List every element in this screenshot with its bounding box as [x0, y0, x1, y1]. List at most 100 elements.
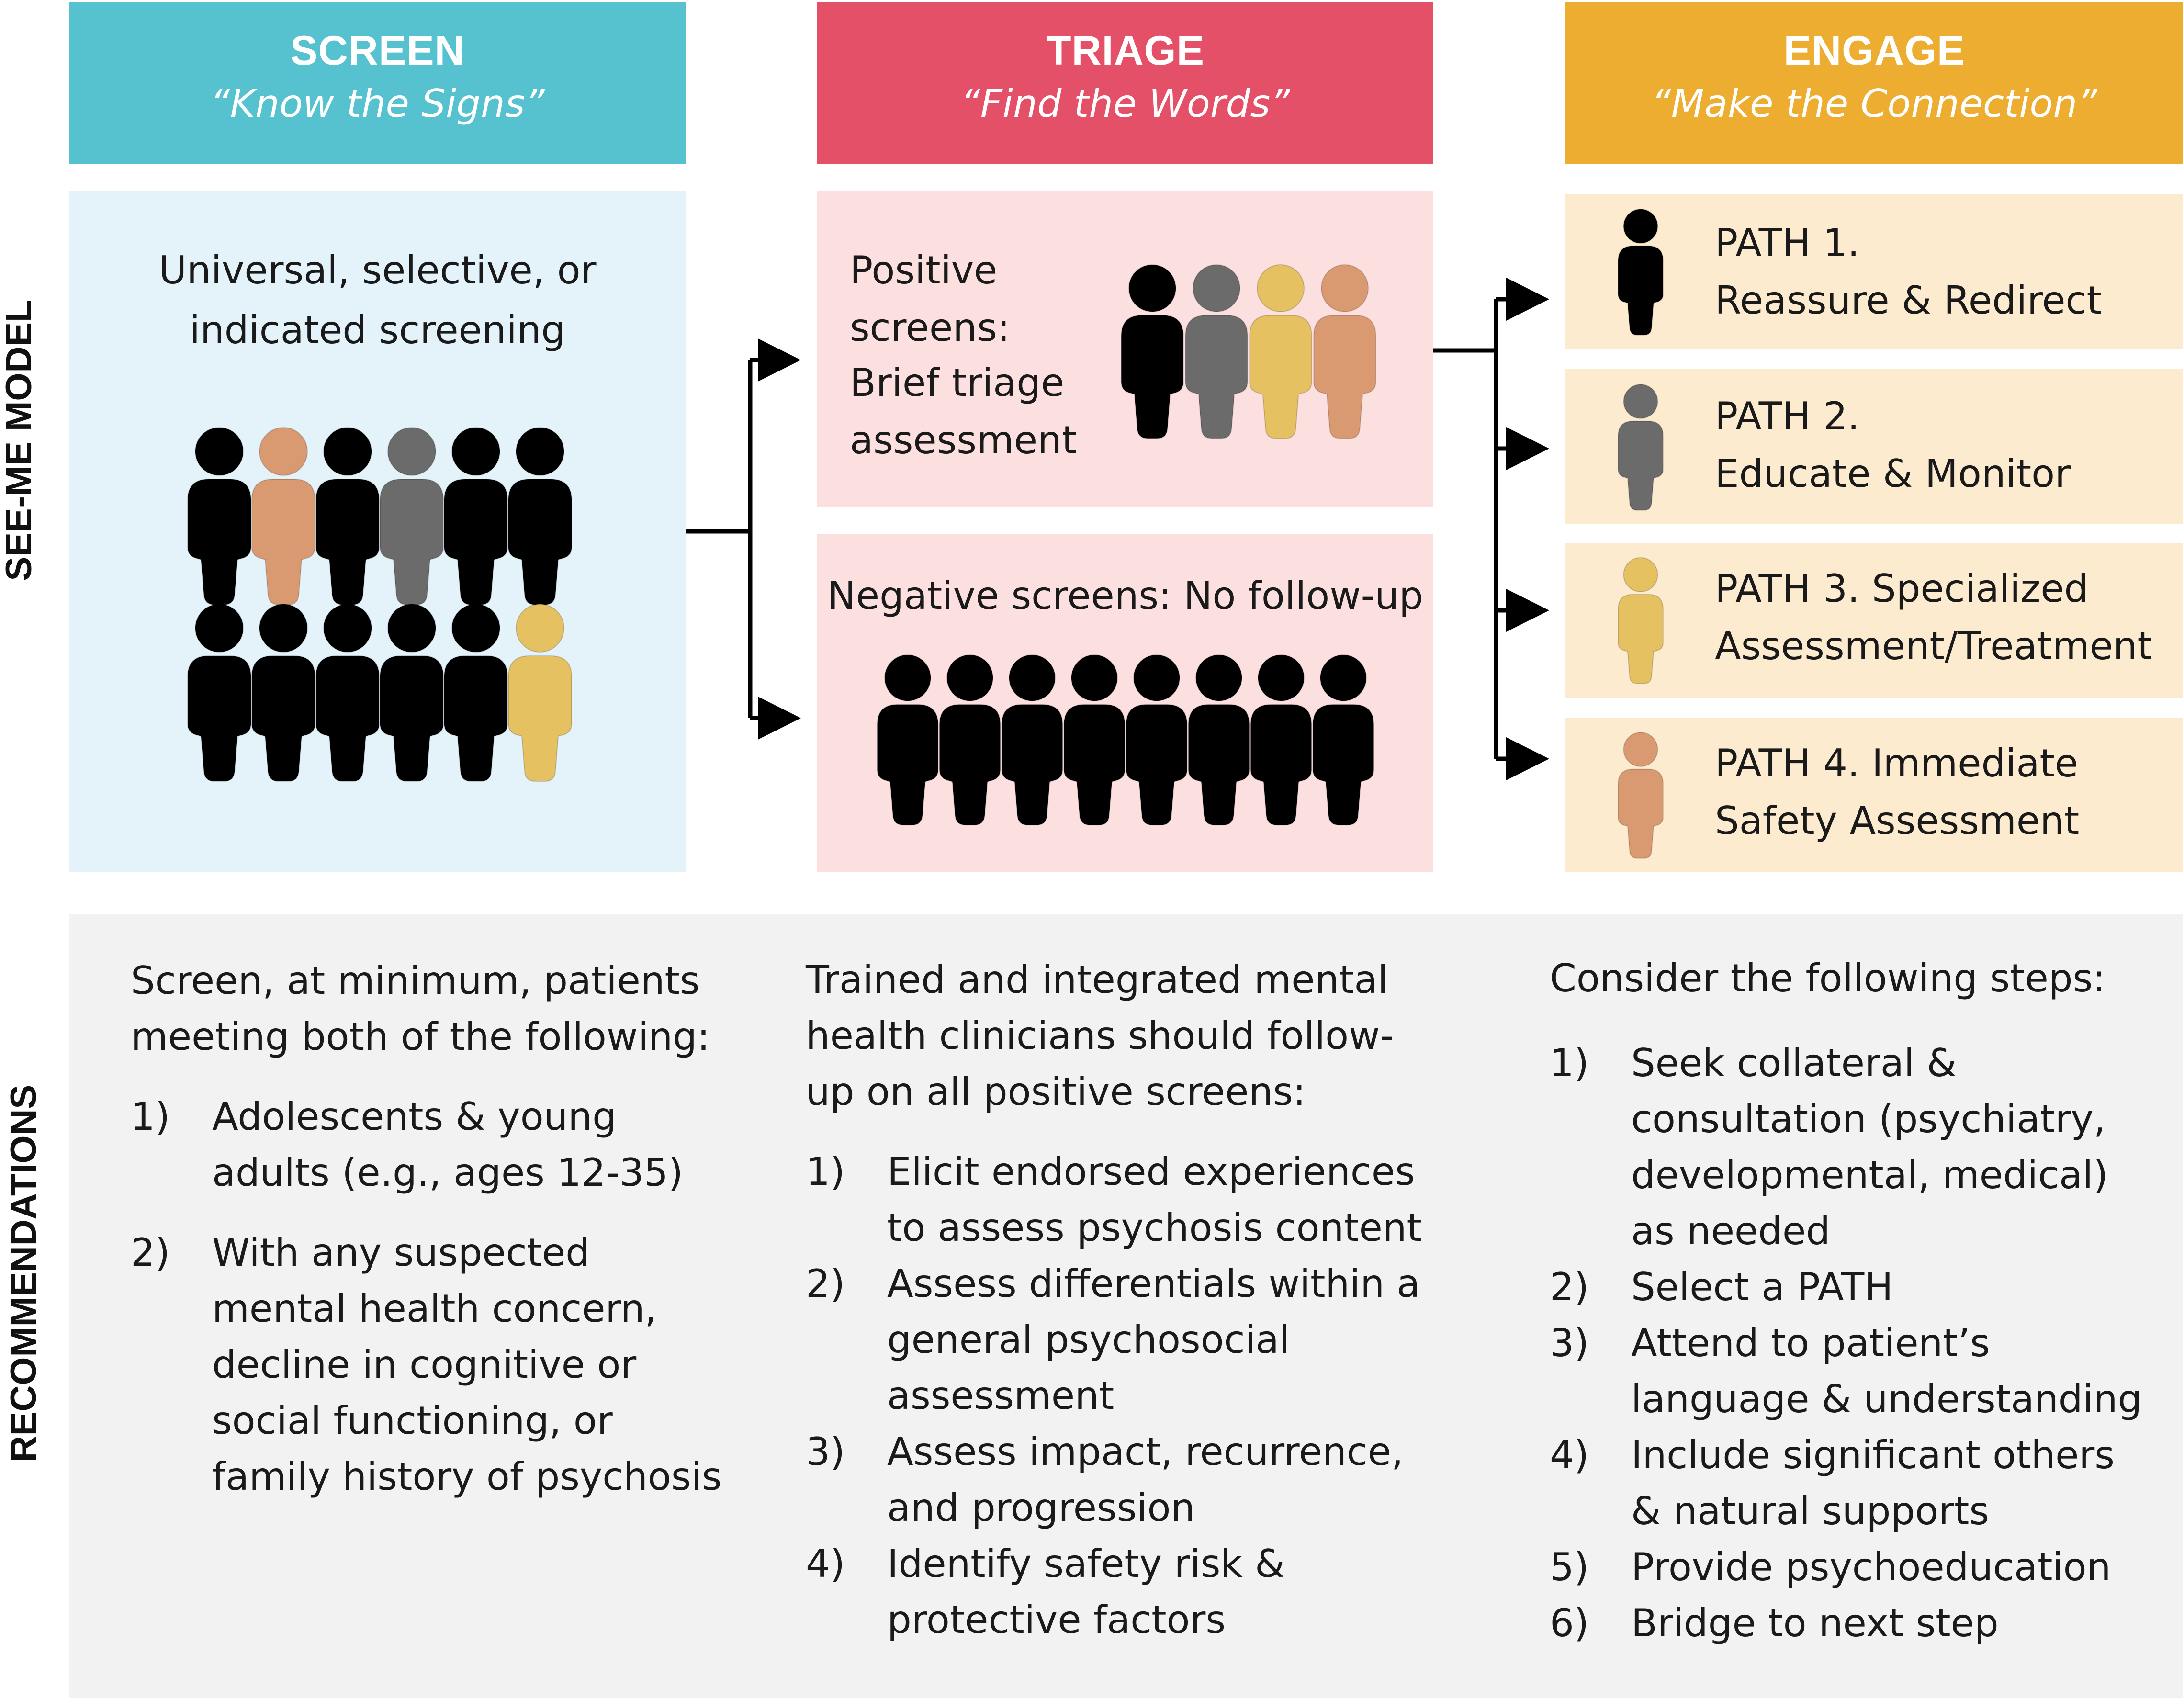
- rec-triage: Trained and integrated mental health cli…: [806, 952, 1422, 1648]
- rec-screen-item-2-num: 2): [131, 1230, 170, 1275]
- rec-engage-item-3-line-2: language & understanding: [1631, 1377, 2142, 1421]
- rec-engage-item-6-line-1: Bridge to next step: [1631, 1601, 1999, 1645]
- header-engage: ENGAGE “Make the Connection”: [1565, 2, 2183, 164]
- rec-triage-item-2-line-2: general psychosocial: [887, 1317, 1290, 1362]
- rec-triage-item-2-line-1: Assess differentials within a: [887, 1261, 1420, 1306]
- rec-screen-intro-2: meeting both of the following:: [131, 1014, 710, 1059]
- screen-person-row1-2: [251, 427, 315, 605]
- path-3-panel: [1565, 543, 2183, 698]
- path-2-person: [1618, 384, 1664, 511]
- rec-triage-item-3-line-2: and progression: [887, 1485, 1195, 1530]
- rec-triage-item-2-num: 2): [806, 1261, 845, 1306]
- rec-engage-item-4: 4) Include significant others & natural …: [1550, 1427, 2142, 1539]
- path-1-panel: [1565, 194, 2183, 349]
- path-3-line-2: Assessment/Treatment: [1715, 624, 2152, 668]
- rec-triage-intro-2: health clinicians should follow-: [806, 1013, 1394, 1058]
- path-2-line-2: Educate & Monitor: [1715, 451, 2071, 496]
- triage-positive-person-1: [1121, 264, 1184, 439]
- triage-positive-line-4: assessment: [850, 418, 1077, 462]
- rec-screen-item-2-line-5: family history of psychosis: [212, 1454, 722, 1499]
- screen-person-row2-6: [508, 604, 572, 782]
- rec-engage-intro-1: Consider the following steps:: [1550, 956, 2106, 1001]
- side-label-recommendations: RECOMMENDATIONS: [3, 1084, 44, 1463]
- rec-engage-item-1-line-2: consultation (psychiatry,: [1631, 1097, 2106, 1141]
- rec-engage-item-6-num: 6): [1550, 1601, 1589, 1645]
- rec-engage-item-3-num: 3): [1550, 1321, 1589, 1365]
- rec-screen: Screen, at minimum, patients meeting bot…: [131, 953, 722, 1505]
- rec-engage: Consider the following steps: 1) Seek co…: [1550, 950, 2142, 1651]
- rec-screen-item-2-line-3: decline in cognitive or: [212, 1342, 637, 1387]
- rec-engage-item-5-num: 5): [1550, 1545, 1589, 1589]
- triage-negative-person-5: [1126, 654, 1188, 826]
- rec-engage-item-1-line-4: as needed: [1631, 1209, 1831, 1253]
- rec-triage-item-1: 1) Elicit endorsed experiences to assess…: [806, 1144, 1422, 1256]
- triage-negative-person-4: [1063, 654, 1126, 826]
- rec-engage-item-5: 5) Provide psychoeducation: [1550, 1539, 2142, 1595]
- rec-triage-intro-1: Trained and integrated mental: [806, 957, 1388, 1002]
- rec-triage-intro-3: up on all positive screens:: [806, 1069, 1306, 1114]
- screen-person-row2-4: [380, 604, 444, 782]
- path-4-person: [1618, 732, 1664, 859]
- rec-engage-item-2: 2) Select a PATH: [1550, 1259, 2142, 1315]
- header-engage-title: ENGAGE: [1783, 28, 1965, 74]
- header-screen-subtitle: “Know the Signs”: [210, 81, 545, 126]
- header-triage: TRIAGE “Find the Words”: [817, 2, 1433, 164]
- header-screen-title: SCREEN: [290, 28, 465, 74]
- rec-engage-item-4-num: 4): [1550, 1433, 1589, 1477]
- rec-engage-item-3-line-1: Attend to patient’s: [1631, 1321, 1990, 1365]
- triage-positive-line-1: Positive: [850, 248, 998, 293]
- header-triage-subtitle: “Find the Words”: [960, 81, 1290, 126]
- screen-panel-line-1: Universal, selective, or: [158, 248, 597, 293]
- path-1-line-2: Reassure & Redirect: [1715, 278, 2102, 323]
- connector-screen-to-triage: [686, 338, 801, 740]
- rec-screen-item-1-line-1: Adolescents & young: [212, 1094, 617, 1139]
- rec-triage-item-4-line-1: Identify safety risk &: [887, 1541, 1285, 1586]
- screen-person-row1-3: [315, 427, 380, 605]
- path-4-line-1: PATH 4. Immediate: [1715, 741, 2079, 786]
- header-engage-subtitle: “Make the Connection”: [1651, 81, 2097, 126]
- rec-screen-item-2-line-2: mental health concern,: [212, 1286, 657, 1331]
- rec-engage-item-4-line-2: & natural supports: [1631, 1489, 1990, 1533]
- rec-triage-item-3: 3) Assess impact, recurrence, and progre…: [806, 1424, 1422, 1536]
- triage-positive-person-4: [1313, 264, 1376, 439]
- rec-triage-item-2: 2) Assess differentials within a general…: [806, 1256, 1422, 1424]
- rec-triage-item-1-line-2: to assess psychosis content: [887, 1205, 1422, 1250]
- rec-triage-item-2-line-3: assessment: [887, 1373, 1115, 1418]
- screen-person-row1-1: [187, 427, 251, 605]
- screen-person-row1-5: [444, 427, 508, 605]
- screen-person-row2-3: [315, 604, 380, 782]
- rec-triage-item-4: 4) Identify safety risk & protective fac…: [806, 1536, 1422, 1648]
- rec-engage-item-3: 3) Attend to patient’s language & unders…: [1550, 1315, 2142, 1427]
- rec-triage-item-3-num: 3): [806, 1429, 845, 1474]
- screen-panel-line-2: indicated screening: [189, 308, 566, 352]
- screen-person-row2-2: [251, 604, 315, 782]
- screen-person-row1-6: [508, 427, 572, 605]
- header-screen: SCREEN “Know the Signs”: [69, 2, 686, 164]
- rec-screen-item-2-line-1: With any suspected: [212, 1230, 590, 1275]
- triage-positive-person-3: [1249, 264, 1312, 439]
- screen-person-row2-1: [187, 604, 251, 782]
- triage-negative-person-7: [1250, 654, 1312, 826]
- triage-positive-person-2: [1185, 264, 1248, 439]
- triage-positive-line-2: screens:: [850, 305, 1010, 350]
- path-3-line-1: PATH 3. Specialized: [1715, 566, 2089, 611]
- path-2-line-1: PATH 2.: [1715, 394, 1860, 439]
- screen-person-row1-4: [380, 427, 444, 605]
- path-3-person: [1618, 557, 1664, 684]
- triage-negative-person-6: [1188, 654, 1250, 826]
- rec-screen-item-2: 2) With any suspected mental health conc…: [131, 1225, 722, 1505]
- triage-negative-person-2: [939, 654, 1001, 826]
- path-4-line-2: Safety Assessment: [1715, 799, 2080, 843]
- path-1-line-1: PATH 1.: [1715, 221, 1860, 265]
- triage-negative-person-3: [1001, 654, 1063, 826]
- rec-engage-item-2-line-1: Select a PATH: [1631, 1265, 1893, 1309]
- rec-engage-item-2-num: 2): [1550, 1265, 1589, 1309]
- triage-negative-label: Negative screens: No follow-up: [827, 574, 1423, 618]
- header-triage-title: TRIAGE: [1046, 28, 1205, 74]
- rec-engage-item-1-num: 1): [1550, 1041, 1589, 1085]
- rec-screen-item-2-line-4: social functioning, or: [212, 1398, 613, 1443]
- path-2-panel: [1565, 369, 2183, 524]
- rec-triage-item-1-num: 1): [806, 1149, 845, 1194]
- diagram-graphics: [187, 209, 1664, 859]
- connector-triage-to-paths: [1433, 278, 1549, 780]
